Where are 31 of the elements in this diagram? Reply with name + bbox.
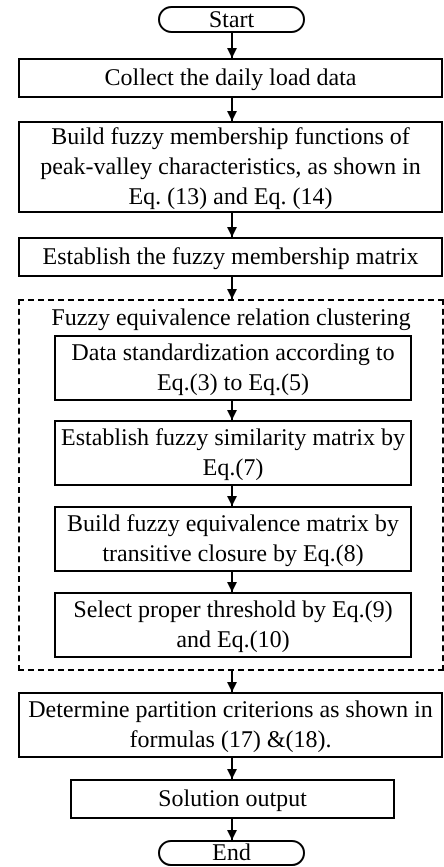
step-text: Build fuzzy membership functions of peak-valley characteristics, as shown in Eq. (13) and Eq. (14) xyxy=(39,123,422,212)
step-text: Data standardization according to Eq.(3) to Eq.(5) xyxy=(70,339,396,398)
arrow xyxy=(227,572,237,592)
arrow xyxy=(227,277,237,299)
arrow xyxy=(227,486,237,506)
step-text: End xyxy=(212,839,251,867)
terminal-box xyxy=(158,840,305,866)
step-text: Establish the fuzzy membership matrix xyxy=(42,243,418,272)
step-text: Determine partition criterions as shown in formulas (17) &(18). xyxy=(27,696,434,755)
arrow xyxy=(227,401,237,420)
step-text: Establish fuzzy similarity matrix by Eq.(7) xyxy=(60,424,406,483)
process-box xyxy=(18,58,443,98)
process-box xyxy=(54,335,412,401)
step-text: Solution output xyxy=(158,785,307,814)
arrow xyxy=(227,33,237,58)
step-text: Build fuzzy equivalence matrix by transitive closure by Eq.(8) xyxy=(66,510,400,569)
process-box xyxy=(18,237,443,277)
arrow xyxy=(227,758,237,779)
process-box xyxy=(54,592,412,658)
step-text: Select proper threshold by Eq.(9) and Eq.(10) xyxy=(72,596,394,655)
terminal-box xyxy=(158,6,305,33)
dashed-group-box xyxy=(18,299,444,671)
step-text: Start xyxy=(208,6,254,34)
group-title: Fuzzy equivalence relation clustering xyxy=(50,304,412,333)
arrow xyxy=(227,213,237,237)
arrow xyxy=(227,98,237,121)
process-box xyxy=(70,779,395,819)
arrow xyxy=(227,819,237,840)
step-text: Collect the daily load data xyxy=(104,64,356,93)
process-box xyxy=(54,506,412,572)
arrow xyxy=(227,671,237,692)
